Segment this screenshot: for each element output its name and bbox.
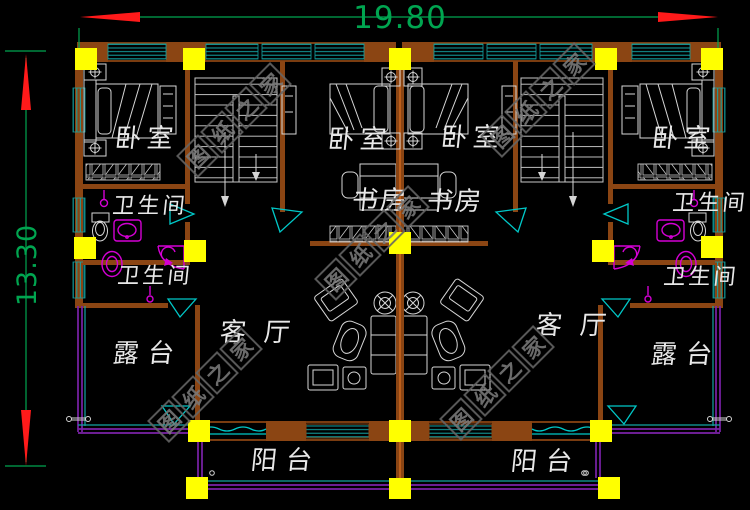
railing-dot <box>581 470 587 476</box>
room-label-bedroom-top-right: 卧室 <box>650 124 718 154</box>
room-label-bedroom-center-left: 卧室 <box>326 125 394 155</box>
dimension-left: 13.30 <box>5 50 46 467</box>
room-label-balcony-left: 阳台 <box>249 446 323 476</box>
room-label-terrace-right: 露台 <box>649 340 723 370</box>
room-label-living-right: 客厅 <box>534 311 626 341</box>
dimension-left-value: 13.30 <box>12 224 43 306</box>
dimension-top-value: 19.80 <box>353 0 447 36</box>
room-label-study-left: 书房 <box>350 186 410 216</box>
room-label-bathroom-upper-left: 卫生间 <box>111 194 189 219</box>
room-label-bedroom-top-left: 卧室 <box>113 124 181 154</box>
nightstand-icons <box>381 67 423 150</box>
room-label-bathroom-upper-right: 卫生间 <box>671 191 749 216</box>
room-label-bathroom-lower-right: 卫生间 <box>662 265 740 290</box>
unit-left <box>67 42 397 489</box>
room-label-bathroom-lower-left: 卫生间 <box>116 264 194 289</box>
column-markers <box>74 48 723 499</box>
dimension-top: 19.80 <box>78 0 719 48</box>
room-label-study-right: 书房 <box>425 187 485 217</box>
room-label-terrace-left: 露台 <box>111 339 185 369</box>
room-label-living-left: 客厅 <box>218 318 310 348</box>
room-label-balcony-right: 阳台 <box>509 447 583 477</box>
room-label-bedroom-center-right: 卧室 <box>439 123 507 153</box>
